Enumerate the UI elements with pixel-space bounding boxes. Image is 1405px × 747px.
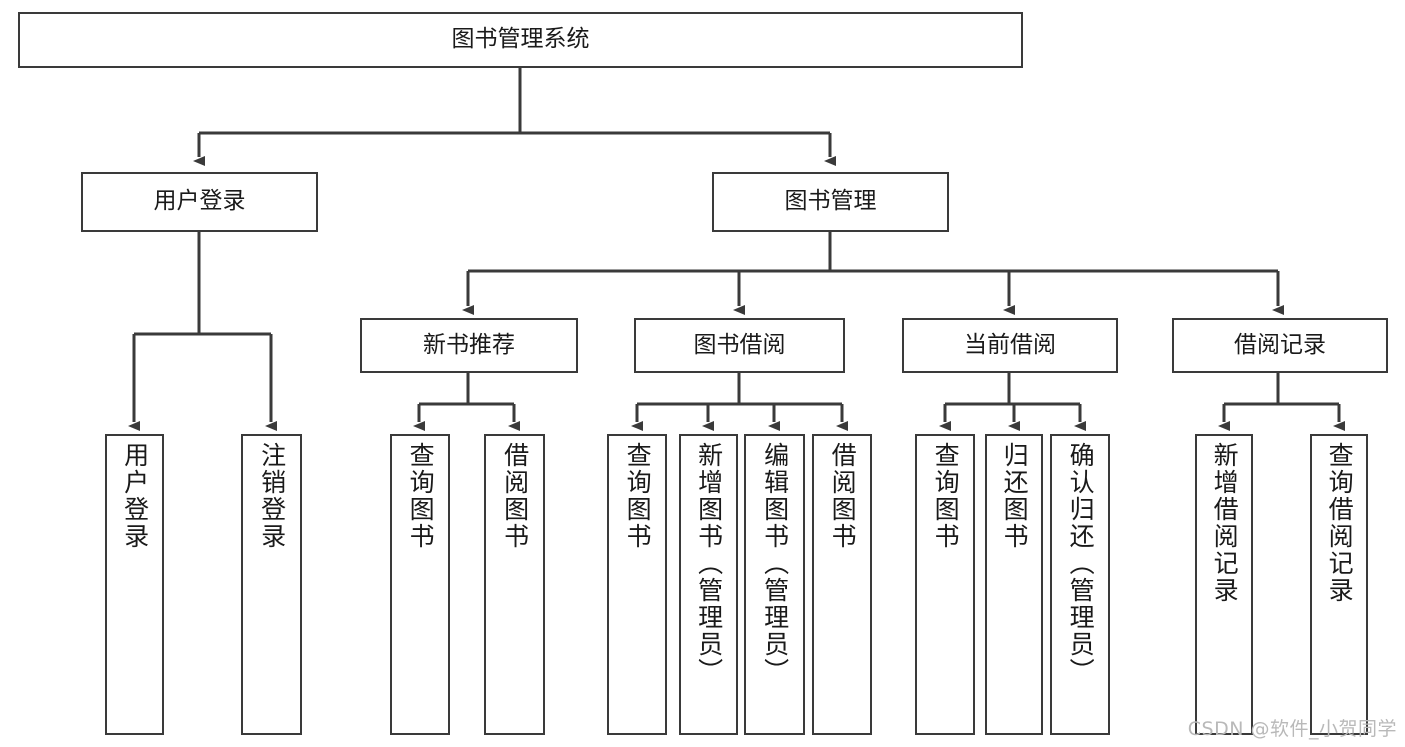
node-label: 用户登录 (153, 188, 246, 215)
node-root-book-management-system[interactable]: 图书管理系统 (18, 12, 1023, 68)
leaf-book-borrow-borrow-book[interactable]: 借阅图书 (812, 434, 872, 735)
node-label: 借阅图书 (828, 442, 858, 550)
leaf-user-login-login[interactable]: 用户登录 (105, 434, 164, 735)
watermark-text: CSDN @软件_小贺同学 (1187, 718, 1397, 740)
leaf-current-borrow-confirm-return-admin[interactable]: 确认归还（管理员） (1050, 434, 1110, 735)
leaf-user-login-logout[interactable]: 注销登录 (241, 434, 302, 735)
node-label: 查询图书 (623, 442, 653, 550)
node-label: 注销登录 (257, 442, 287, 550)
node-borrow-record[interactable]: 借阅记录 (1172, 318, 1388, 373)
node-label: 图书管理 (784, 188, 877, 215)
node-label: 新增图书（管理员） (694, 442, 724, 685)
node-label: 查询借阅记录 (1325, 442, 1355, 604)
node-book-borrow[interactable]: 图书借阅 (634, 318, 845, 373)
leaf-current-borrow-query-book[interactable]: 查询图书 (915, 434, 975, 735)
leaf-borrow-record-query-record[interactable]: 查询借阅记录 (1310, 434, 1368, 735)
node-new-book-recommend[interactable]: 新书推荐 (360, 318, 578, 373)
node-label: 编辑图书（管理员） (760, 442, 790, 685)
node-label: 新书推荐 (423, 331, 515, 358)
node-current-borrow[interactable]: 当前借阅 (902, 318, 1118, 373)
node-label: 借阅图书 (500, 442, 530, 550)
leaf-borrow-record-add-record[interactable]: 新增借阅记录 (1195, 434, 1253, 735)
leaf-book-borrow-query-book[interactable]: 查询图书 (607, 434, 667, 735)
node-book-management[interactable]: 图书管理 (712, 172, 949, 232)
node-label: 归还图书 (1000, 442, 1030, 550)
node-label: 借阅记录 (1234, 331, 1326, 358)
leaf-book-borrow-edit-book-admin[interactable]: 编辑图书（管理员） (744, 434, 805, 735)
node-label: 查询图书 (931, 442, 961, 550)
node-label: 图书管理系统 (451, 26, 590, 53)
leaf-new-book-query-book[interactable]: 查询图书 (390, 434, 450, 735)
node-label: 当前借阅 (964, 331, 1056, 358)
node-label: 用户登录 (120, 442, 150, 550)
node-label: 新增借阅记录 (1210, 442, 1240, 604)
leaf-new-book-borrow-book[interactable]: 借阅图书 (484, 434, 545, 735)
leaf-current-borrow-return-book[interactable]: 归还图书 (985, 434, 1043, 735)
leaf-book-borrow-add-book-admin[interactable]: 新增图书（管理员） (679, 434, 738, 735)
node-label: 图书借阅 (693, 331, 786, 358)
node-label: 查询图书 (406, 442, 436, 550)
node-label: 确认归还（管理员） (1066, 442, 1096, 685)
node-user-login[interactable]: 用户登录 (81, 172, 318, 232)
